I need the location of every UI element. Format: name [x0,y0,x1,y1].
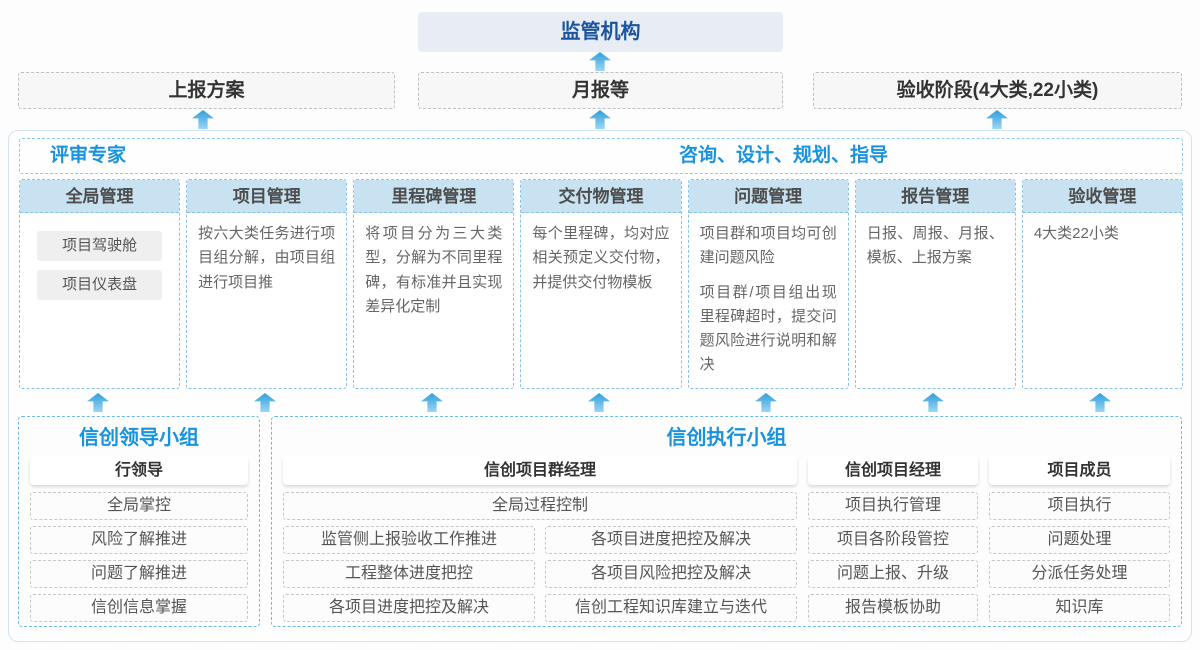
experts-label: 评审专家 [50,145,127,166]
stage-box-monthly-report: 月报等 [418,72,783,109]
column-title: 报告管理 [855,180,1015,213]
stage-box-acceptance: 验收阶段(4大类,22小类) [813,72,1182,109]
column-milestone-mgmt: 里程碑管理 将项目分为三大类型，分解为不同里程碑，有标准并且实现差异化定制 [353,179,515,389]
tag-project-dashboard: 项目仪表盘 [37,270,163,300]
duty-item: 全局掌控 [30,492,248,520]
advisors-header-row: 评审专家 咨询、设计、规划、指导 [19,138,1183,174]
arrow-up-icon [986,110,1008,129]
duty-item: 知识库 [989,594,1170,622]
arrow-up-icon [192,110,214,129]
project-member-section: 项目成员 项目执行 问题处理 分派任务处理 知识库 [988,455,1171,628]
column-description: 4大类22小类 [1033,225,1119,242]
column-title: 交付物管理 [521,180,681,213]
tag-project-cockpit: 项目驾驶舱 [37,231,163,261]
column-description: 将项目分为三大类型，分解为不同里程碑，有标准并且实现差异化定制 [365,225,503,315]
column-issue-mgmt: 问题管理 项目群和项目均可创建问题风险 项目群/项目组出现里程碑超时，提交问题风… [687,179,849,389]
column-global-mgmt: 全局管理 项目驾驶舱 项目仪表盘 [19,179,181,389]
duty-item: 监管侧上报验收工作推进 [283,526,535,554]
column-title: 里程碑管理 [354,180,514,213]
column-description: 按六大类任务进行项目组分解，由项目组进行项目推 [198,225,336,291]
column-body: 4大类22小类 [1023,213,1182,388]
column-title: 全局管理 [20,180,180,213]
duty-item: 全局过程控制 [283,492,797,520]
duty-item: 问题处理 [989,526,1170,554]
group-title: 信创领导小组 [79,427,199,449]
duty-item: 各项目进度把控及解决 [283,594,535,622]
column-deliverable-mgmt: 交付物管理 每个里程碑，均对应相关预定义交付物，并提供交付物模板 [520,179,682,389]
column-acceptance-mgmt: 验收管理 4大类22小类 [1021,179,1183,389]
program-manager-section: 信创项目群经理 全局过程控制 监管侧上报验收工作推进 各项目进度把控及解决 工程… [282,455,798,628]
execution-group-content: 信创项目群经理 全局过程控制 监管侧上报验收工作推进 各项目进度把控及解决 工程… [282,455,1171,628]
column-title: 验收管理 [1022,180,1182,213]
role-program-manager: 信创项目群经理 [283,456,797,485]
column-body: 每个里程碑，均对应相关预定义交付物，并提供交付物模板 [521,213,680,388]
column-description: 项目群和项目均可创建问题风险 [699,225,837,267]
role-bank-leader: 行领导 [30,456,248,485]
duty-item: 报告模板协助 [808,594,978,622]
leadership-group: 信创领导小组 行领导 全局掌控 风险了解推进 问题了解推进 信创信息掌握 [18,416,260,627]
duty-item: 项目执行 [989,492,1170,520]
column-body: 项目驾驶舱 项目仪表盘 [20,213,179,388]
duty-item: 信创信息掌握 [30,594,248,622]
stage-box-report-plan: 上报方案 [18,72,395,109]
duty-item: 各项目进度把控及解决 [545,526,797,554]
arrow-up-icon [589,52,611,71]
duty-item: 项目各阶段管控 [808,526,978,554]
regulator-box: 监管机构 [418,12,783,52]
duty-item: 工程整体进度把控 [283,560,535,588]
column-title: 项目管理 [187,180,347,213]
duty-item: 信创工程知识库建立与迭代 [545,594,797,622]
column-report-mgmt: 报告管理 日报、周报、月报、模板、上报方案 [854,179,1016,389]
column-description: 项目群/项目组出现里程碑超时，提交问题风险进行说明和解决 [699,283,837,374]
column-body: 项目群和项目均可创建问题风险 项目群/项目组出现里程碑超时，提交问题风险进行说明… [689,213,848,388]
project-manager-section: 信创项目经理 项目执行管理 项目各阶段管控 问题上报、升级 报告模板协助 [807,455,979,628]
duty-item: 问题上报、升级 [808,560,978,588]
column-body: 按六大类任务进行项目组分解，由项目组进行项目推 [187,213,346,388]
duty-item: 项目执行管理 [808,492,978,520]
arrow-up-icon [589,110,611,129]
function-columns: 全局管理 项目驾驶舱 项目仪表盘 项目管理 按六大类任务进行项目组分解，由项目组… [19,179,1183,389]
program-manager-duty-grid: 监管侧上报验收工作推进 各项目进度把控及解决 工程整体进度把控 各项目风险把控及… [282,526,798,628]
group-title: 信创执行小组 [666,427,787,449]
duty-item: 风险了解推进 [30,526,248,554]
column-description: 每个里程碑，均对应相关预定义交付物，并提供交付物模板 [532,225,670,291]
duty-item: 各项目风险把控及解决 [545,560,797,588]
column-title: 问题管理 [688,180,848,213]
duty-item: 分派任务处理 [989,560,1170,588]
column-body: 将项目分为三大类型，分解为不同里程碑，有标准并且实现差异化定制 [354,213,513,388]
execution-group: 信创执行小组 信创项目群经理 全局过程控制 监管侧上报验收工作推进 各项目进度把… [271,416,1182,627]
role-project-manager: 信创项目经理 [808,456,978,485]
column-description: 日报、周报、月报、模板、上报方案 [866,225,1004,267]
duty-item: 问题了解推进 [30,560,248,588]
guidance-label: 咨询、设计、规划、指导 [679,145,889,166]
column-project-mgmt: 项目管理 按六大类任务进行项目组分解，由项目组进行项目推 [186,179,348,389]
role-project-member: 项目成员 [989,456,1170,485]
column-body: 日报、周报、月报、模板、上报方案 [856,213,1015,388]
